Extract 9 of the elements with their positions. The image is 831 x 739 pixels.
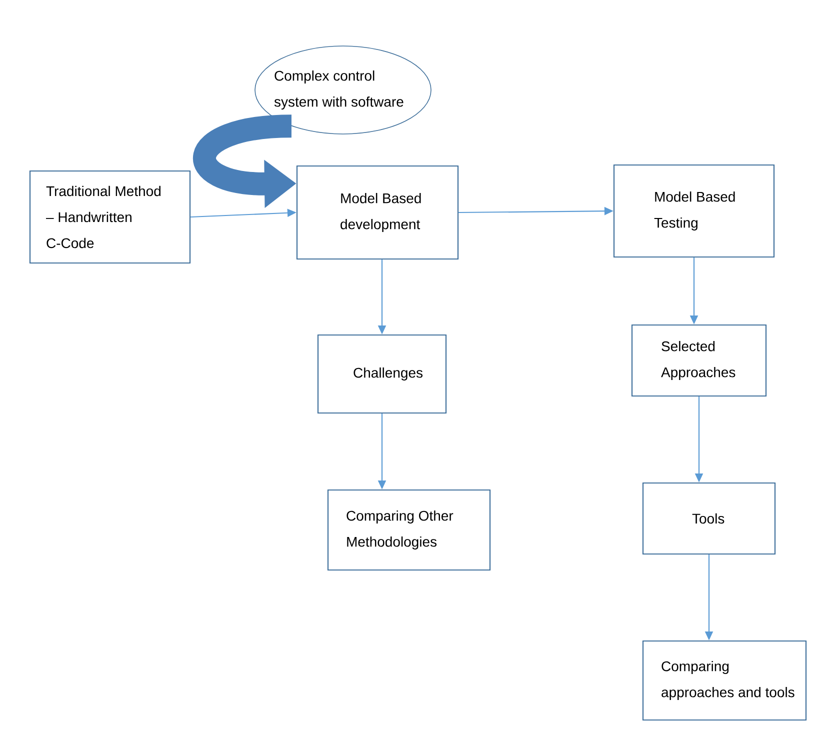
process-box: Traditional Method – Handwritten C-Code — [29, 170, 191, 264]
process-box: Model Based Testing — [613, 164, 775, 258]
process-box: Comparing approaches and tools — [642, 640, 807, 721]
process-box: Tools — [642, 482, 776, 555]
process-box: Comparing Other Methodologies — [327, 489, 491, 571]
ellipse-bubble: Complex control system with software — [254, 46, 432, 134]
process-box: Model Based development — [296, 165, 459, 260]
process-box: Challenges — [317, 334, 447, 414]
process-box: Selected Approaches — [631, 324, 767, 397]
